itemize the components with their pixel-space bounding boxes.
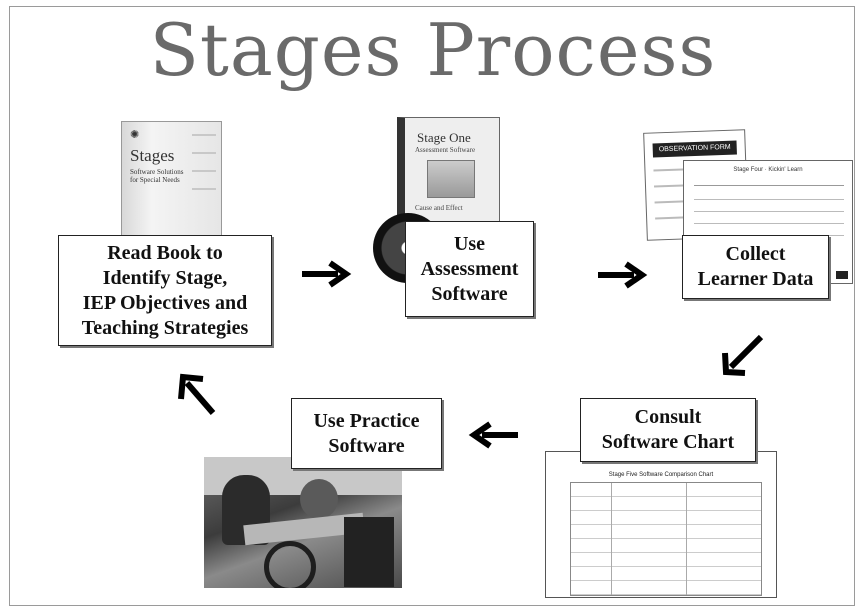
assessment-box-subtitle: Assessment Software [415,146,476,154]
step-consult-chart: Consult Software Chart [580,398,756,462]
arrow-down-left-icon [722,334,764,376]
step-read-book-line-2: Identify Stage, [102,266,228,289]
step-read-book: Read Book to Identify Stage, IEP Objecti… [58,235,272,346]
assessment-box-caption: Cause and Effect [415,204,463,212]
step-collect-data: Collect Learner Data [682,235,829,299]
step-read-book-line-1: Read Book to [107,241,223,264]
assessment-box-artwork [427,160,475,198]
step-use-assessment-line-2: Assessment [420,257,519,280]
arrow-left-icon [468,421,518,449]
stages-book-image: ✺ Stages Software Solutions for Special … [121,121,222,238]
step-use-assessment-line-3: Software [431,282,508,305]
step-collect-data-line-1: Collect [725,243,786,265]
step-read-book-line-3: IEP Objectives and [82,291,248,314]
step-use-practice-line-1: Use Practice [313,409,420,432]
assessment-box-title: Stage One [417,130,471,145]
step-use-assessment-line-1: Use [453,232,486,255]
step-consult-chart-line-2: Software Chart [601,431,735,453]
arrow-up-left-icon [178,373,216,415]
step-read-book-line-4: Teaching Strategies [81,316,249,339]
step-use-practice-line-2: Software [328,434,405,457]
classroom-photo [204,457,402,588]
software-chart-header: Stage Five Software Comparison Chart [608,472,714,478]
book-title: Stages [130,146,175,165]
step-collect-data-line-2: Learner Data [697,268,814,290]
sheet-button-icon [836,271,848,279]
slide-title: Stages Process [149,8,717,92]
step-use-assessment: Use Assessment Software [405,221,534,317]
book-logo-icon: ✺ [130,129,140,141]
observation-form-header: OBSERVATION FORM [652,140,737,158]
book-subtitle: Software Solutions for Special Needs [130,168,184,184]
arrow-right-icon [302,260,352,288]
step-use-practice: Use Practice Software [291,398,442,469]
learner-data-sheet-title: Stage Four · Kickin' Learn [733,167,803,173]
arrow-right-icon [598,261,648,289]
software-chart-image: Stage Five Software Comparison Chart [545,451,777,598]
step-consult-chart-line-1: Consult [634,406,702,428]
wheelchair-icon [264,541,316,588]
